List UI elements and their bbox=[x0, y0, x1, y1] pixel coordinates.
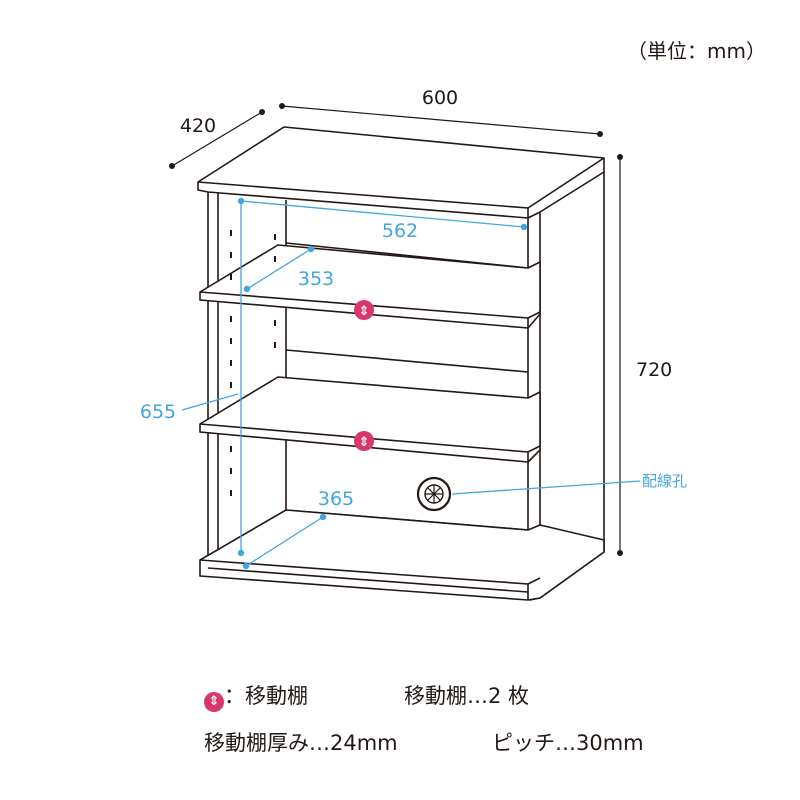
top-board bbox=[197, 126, 605, 219]
unit-label: （単位：mm） bbox=[627, 39, 766, 63]
bottom-board bbox=[199, 509, 605, 601]
inner-height-label: 655 bbox=[140, 401, 176, 423]
left-side-panel bbox=[207, 191, 219, 571]
interior-dimension-lines bbox=[181, 197, 641, 570]
shelf-depth-label: 353 bbox=[298, 268, 334, 290]
legend-row-1: ⇕：移動棚 bbox=[204, 680, 308, 712]
height-label: 720 bbox=[636, 359, 672, 381]
cable-hole-label: 配線孔 bbox=[642, 472, 687, 490]
legend-movable-shelf: ：移動棚 bbox=[224, 684, 308, 708]
movable-shelf-marker-2: ⇕ bbox=[354, 431, 374, 451]
cabinet-outline bbox=[197, 126, 605, 601]
movable-shelf-2 bbox=[199, 376, 541, 463]
movable-shelf-marker-1: ⇕ bbox=[354, 300, 374, 320]
legend-shelf-thickness: 移動棚厚み…24mm bbox=[204, 731, 398, 755]
shelf-pin-holes bbox=[230, 230, 276, 496]
svg-text:⇕: ⇕ bbox=[359, 435, 370, 450]
movable-shelf-icon: ⇕ bbox=[204, 692, 224, 712]
exterior-dimension-lines bbox=[169, 103, 623, 556]
back-shelf-line-2 bbox=[285, 349, 529, 373]
inner-width-label: 562 bbox=[382, 220, 418, 242]
svg-text:⇕: ⇕ bbox=[359, 304, 370, 319]
legend-shelf-count: 移動棚…2 枚 bbox=[404, 684, 530, 708]
cable-hole-icon bbox=[416, 476, 452, 512]
legend-pitch: ピッチ…30mm bbox=[492, 731, 644, 755]
depth-label: 420 bbox=[180, 115, 216, 137]
width-label: 600 bbox=[422, 87, 458, 109]
bottom-depth-label: 365 bbox=[318, 488, 354, 510]
